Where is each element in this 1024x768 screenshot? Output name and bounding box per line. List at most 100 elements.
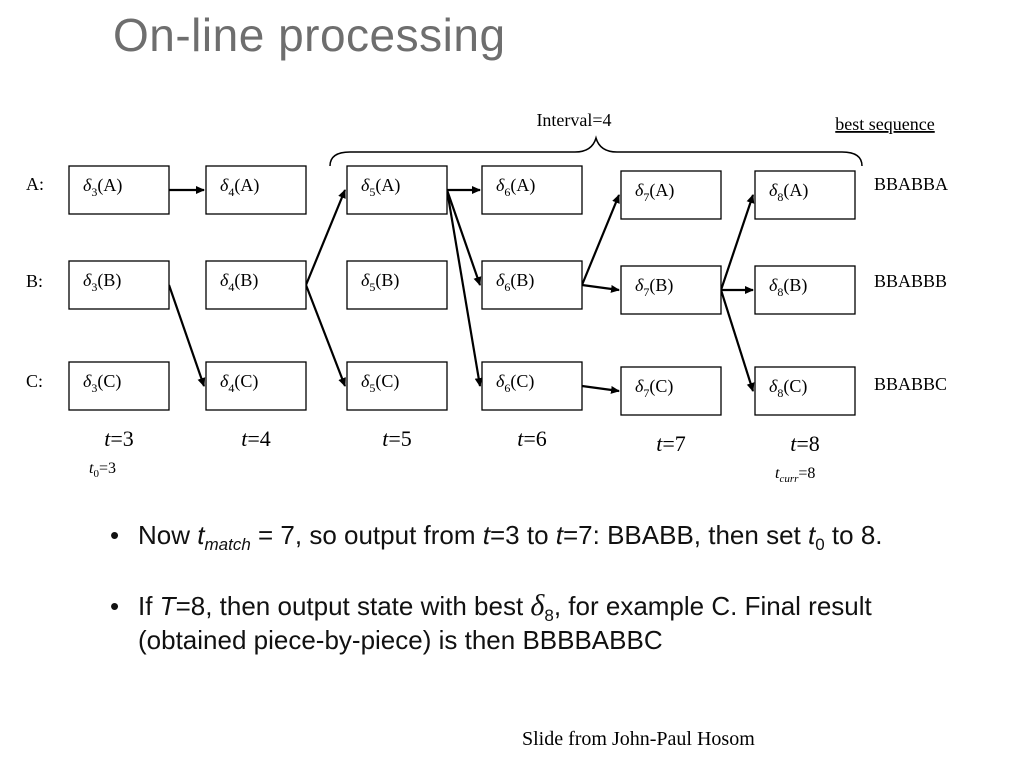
- state-box: [620, 265, 722, 315]
- state-box: [205, 260, 307, 310]
- t-variable: t: [555, 520, 563, 550]
- state-label: δ6(A): [496, 175, 535, 199]
- state-node: δ7(C): [620, 366, 722, 416]
- time-step-label: t=3: [104, 426, 134, 451]
- bullet-text: , for example C. Final result (obtained …: [138, 591, 872, 655]
- state-box: [68, 260, 170, 310]
- transition-arrow: [167, 284, 206, 387]
- state-box: [481, 260, 583, 310]
- transition-arrow: [719, 194, 755, 291]
- zero-subscript: 0: [815, 535, 825, 555]
- state-box: [205, 165, 307, 215]
- state-node: δ6(B): [481, 260, 583, 310]
- state-label: δ6(B): [496, 270, 534, 294]
- transition-arrow: [445, 189, 482, 286]
- state-node: δ8(A): [754, 170, 856, 220]
- state-node: δ8(B): [754, 265, 856, 315]
- interval-label: Interval=4: [536, 110, 611, 130]
- state-label: δ4(B): [220, 270, 258, 294]
- transition-arrow: [719, 289, 755, 392]
- state-box: [754, 366, 856, 416]
- state-node: δ3(A): [68, 165, 170, 215]
- bullet-item-1: • Now tmatch = 7, so output from t=3 to …: [108, 518, 928, 555]
- time-step-labels: t=3 t0=3 t=4 t=5 t=6 t=7 t=8 tcurr=8: [89, 426, 820, 485]
- state-node: δ4(B): [205, 260, 307, 310]
- state-label: δ8(C): [769, 376, 807, 400]
- bullet-list: • Now tmatch = 7, so output from t=3 to …: [108, 518, 928, 694]
- state-node: δ3(C): [68, 361, 170, 411]
- state-node: δ7(A): [620, 170, 722, 220]
- state-box: [205, 361, 307, 411]
- state-node: δ6(C): [481, 361, 583, 411]
- transition-arrow: [580, 194, 621, 286]
- transition-arrow: [304, 284, 347, 387]
- state-node: δ5(B): [346, 260, 448, 310]
- state-node: δ5(A): [346, 165, 448, 215]
- transition-arrow: [581, 283, 620, 293]
- bullet-text: Now: [138, 520, 198, 550]
- state-box: [754, 265, 856, 315]
- state-label: δ3(A): [83, 175, 122, 199]
- bullet-text: = 7, so output from: [250, 520, 483, 550]
- state-box: [481, 165, 583, 215]
- transition-arrow: [304, 189, 347, 286]
- match-subscript: match: [204, 535, 251, 555]
- bullet-text: =3 to: [489, 520, 556, 550]
- state-label: δ5(B): [361, 270, 399, 294]
- state-node: δ7(B): [620, 265, 722, 315]
- state-box: [68, 361, 170, 411]
- state-nodes: δ3(A) δ3(B) δ3(C) δ4(A) δ4(B) δ4(C) δ5(A) δ5(B)…: [68, 165, 856, 416]
- state-label: δ5(C): [361, 371, 399, 395]
- t-variable: t: [197, 520, 205, 550]
- state-node: δ4(C): [205, 361, 307, 411]
- state-box: [481, 361, 583, 411]
- slide-title: On-line processing: [113, 9, 506, 61]
- T-variable: T: [159, 591, 176, 621]
- time-step-label: t=5: [382, 426, 412, 451]
- best-sequence-c: BBABBC: [874, 374, 947, 394]
- best-sequence-a: BBABBA: [874, 174, 948, 194]
- state-node: δ3(B): [68, 260, 170, 310]
- bullet-dot: •: [110, 520, 120, 550]
- slide-credit: Slide from John-Paul Hosom: [522, 728, 755, 750]
- state-box: [346, 260, 448, 310]
- state-box: [620, 170, 722, 220]
- delta-subscript: 8: [544, 606, 554, 626]
- transition-arrows: [167, 186, 755, 394]
- transition-arrow: [581, 384, 620, 394]
- bullet-dot: •: [110, 591, 120, 621]
- state-label: δ5(A): [361, 175, 400, 199]
- t-variable: t: [482, 520, 490, 550]
- state-node: δ4(A): [205, 165, 307, 215]
- state-box: [68, 165, 170, 215]
- state-label: δ8(B): [769, 275, 807, 299]
- time-step-label: t=4: [241, 426, 271, 451]
- state-node: δ8(C): [754, 366, 856, 416]
- bullet-text: If: [138, 591, 160, 621]
- state-box: [346, 165, 448, 215]
- t-variable: t: [807, 520, 816, 550]
- state-label: δ7(C): [635, 376, 673, 400]
- state-label: δ6(C): [496, 371, 534, 395]
- bullet-text: =7: BBABB, then set: [563, 520, 808, 550]
- state-box: [346, 361, 448, 411]
- delta-symbol: δ: [530, 589, 545, 622]
- time-sub-label: tcurr=8: [775, 465, 815, 485]
- bullet-text: to 8.: [824, 520, 883, 550]
- state-label: δ8(A): [769, 180, 808, 204]
- time-sub-label: t0=3: [89, 460, 116, 480]
- time-step-label: t=8: [790, 431, 820, 456]
- state-node: δ6(A): [481, 165, 583, 215]
- row-label-c: C:: [26, 371, 43, 391]
- best-sequence-b: BBABBB: [874, 271, 947, 291]
- state-box: [754, 170, 856, 220]
- best-sequence-label: best sequence: [835, 114, 934, 134]
- state-label: δ3(B): [83, 270, 121, 294]
- transition-arrow: [445, 189, 483, 387]
- time-step-label: t=7: [656, 431, 686, 456]
- time-step-label: t=6: [517, 426, 547, 451]
- state-label: δ3(C): [83, 371, 121, 395]
- state-box: [620, 366, 722, 416]
- bullet-text: =8, then output state with best: [175, 591, 531, 621]
- row-label-a: A:: [26, 174, 44, 194]
